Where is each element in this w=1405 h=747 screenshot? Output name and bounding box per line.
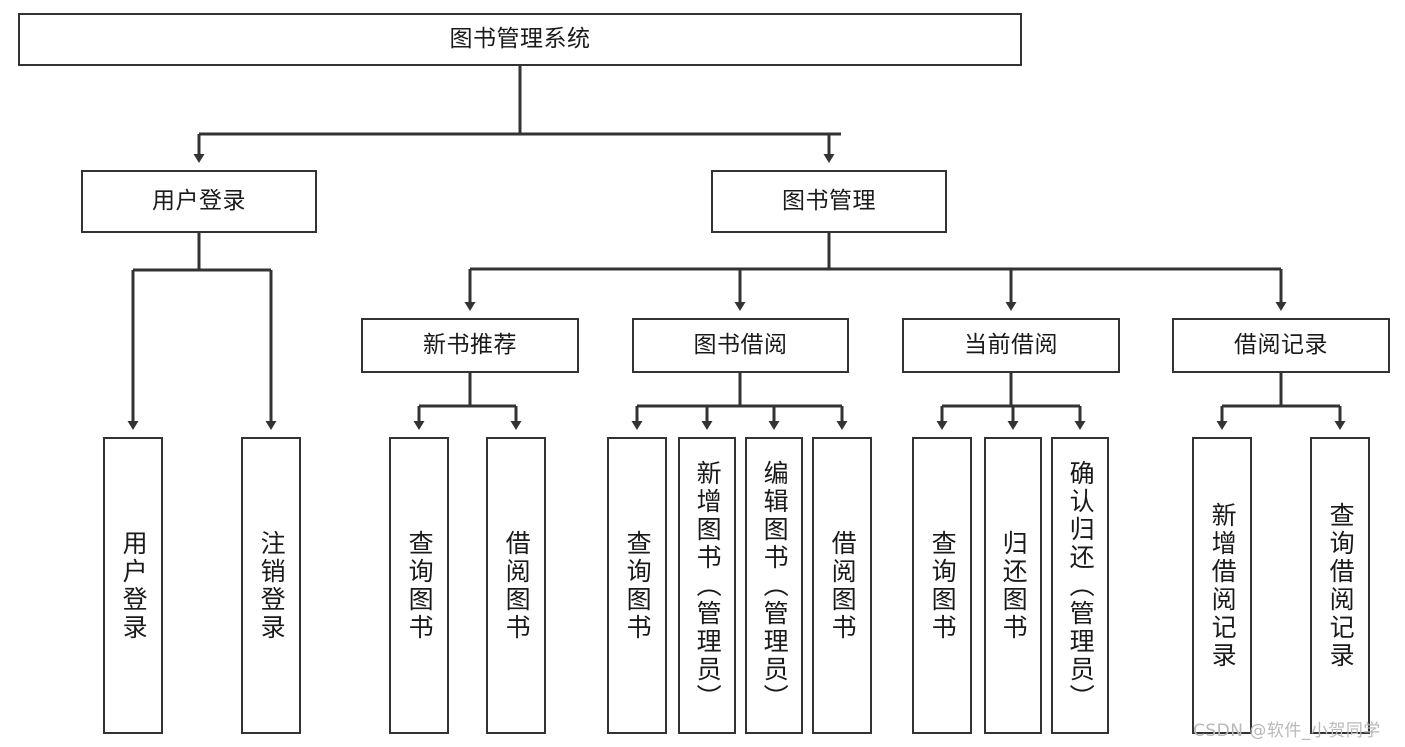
- node-leaf-logout[interactable]: 注销登录: [241, 437, 301, 734]
- node-book-borrow-label: 图书借阅: [693, 331, 788, 358]
- node-leaf-query-book-nbr-label: 查询图书: [405, 529, 435, 642]
- node-leaf-query-record[interactable]: 查询借阅记录: [1310, 437, 1370, 734]
- node-new-book-recommend-label: 新书推荐: [423, 331, 517, 358]
- node-leaf-borrow-book-bb-label: 借阅图书: [828, 529, 858, 642]
- node-leaf-confirm-return[interactable]: 确认归还（管理员）: [1051, 437, 1109, 734]
- node-leaf-query-record-label: 查询借阅记录: [1326, 501, 1356, 670]
- node-leaf-edit-book[interactable]: 编辑图书（管理员）: [745, 437, 803, 734]
- node-leaf-return-book[interactable]: 归还图书: [984, 437, 1042, 734]
- node-leaf-edit-book-label: 编辑图书（管理员）: [760, 459, 790, 712]
- node-borrow-record[interactable]: 借阅记录: [1172, 318, 1390, 373]
- node-leaf-borrow-book-nbr-label: 借阅图书: [502, 529, 532, 642]
- node-new-book-recommend[interactable]: 新书推荐: [361, 318, 579, 373]
- node-leaf-add-record[interactable]: 新增借阅记录: [1192, 437, 1252, 734]
- node-leaf-query-book-bb-label: 查询图书: [623, 529, 653, 642]
- node-user-login[interactable]: 用户登录: [81, 170, 317, 233]
- node-leaf-logout-label: 注销登录: [257, 529, 287, 642]
- node-leaf-add-record-label: 新增借阅记录: [1208, 501, 1238, 670]
- node-leaf-query-book-bb[interactable]: 查询图书: [607, 437, 667, 734]
- node-book-manage-label: 图书管理: [782, 187, 876, 214]
- node-leaf-user-login[interactable]: 用户登录: [103, 437, 163, 734]
- csdn-watermark: CSDN @软件_小贺同学: [1193, 721, 1381, 741]
- node-leaf-return-book-label: 归还图书: [999, 529, 1029, 642]
- node-leaf-query-book-cb-label: 查询图书: [928, 529, 958, 642]
- node-leaf-add-book-label: 新增图书（管理员）: [693, 459, 723, 712]
- node-leaf-borrow-book-nbr[interactable]: 借阅图书: [486, 437, 546, 734]
- node-book-borrow[interactable]: 图书借阅: [632, 318, 849, 373]
- node-borrow-record-label: 借阅记录: [1234, 331, 1328, 358]
- node-leaf-query-book-nbr[interactable]: 查询图书: [389, 437, 449, 734]
- node-leaf-borrow-book-bb[interactable]: 借阅图书: [812, 437, 872, 734]
- node-root-label: 图书管理系统: [449, 25, 591, 52]
- node-leaf-confirm-return-label: 确认归还（管理员）: [1066, 459, 1096, 712]
- node-leaf-user-login-label: 用户登录: [119, 529, 149, 642]
- node-leaf-query-book-cb[interactable]: 查询图书: [912, 437, 972, 734]
- node-book-manage[interactable]: 图书管理: [711, 170, 947, 233]
- node-leaf-add-book[interactable]: 新增图书（管理员）: [678, 437, 736, 734]
- node-current-borrow-label: 当前借阅: [964, 331, 1058, 358]
- node-root[interactable]: 图书管理系统: [18, 13, 1022, 66]
- node-current-borrow[interactable]: 当前借阅: [902, 318, 1120, 373]
- node-user-login-label: 用户登录: [152, 187, 246, 214]
